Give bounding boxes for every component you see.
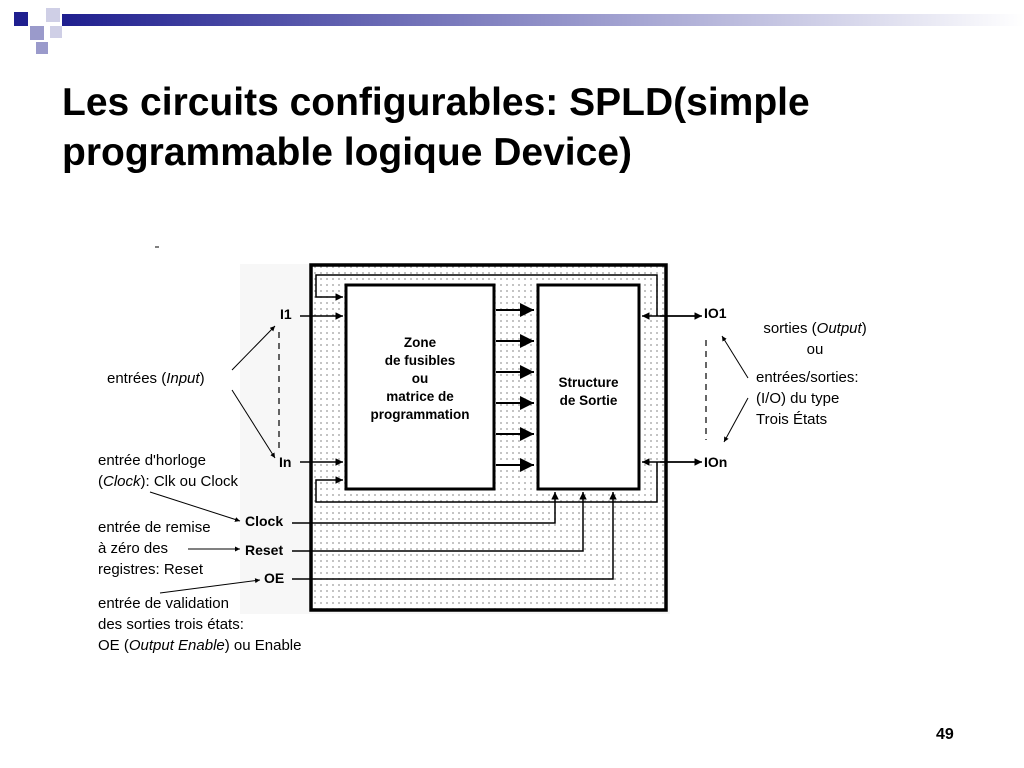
clock-italic: Clock xyxy=(103,473,141,490)
oe-line xyxy=(292,492,617,580)
feedback-top xyxy=(315,274,658,316)
pin-i1: I1 xyxy=(280,306,292,322)
reset-annotation-line-3: registres: Reset xyxy=(98,561,204,578)
clock-rest: ): Clk ou Clock xyxy=(140,473,239,490)
clock-line xyxy=(292,492,559,524)
header-square-mid-2 xyxy=(36,42,48,54)
inputs-annotation: entrées (Input) xyxy=(107,368,205,389)
feedback-bottom xyxy=(315,462,658,503)
fuse-matrix-line-4: matrice de xyxy=(386,389,454,404)
clock-annotation-line-2: (Clock): Clk ou Clock xyxy=(98,471,238,492)
inputs-prefix: entrées ( xyxy=(107,370,167,387)
oe-annotation-line-2: des sorties trois états: xyxy=(98,616,244,633)
header-square-light xyxy=(46,8,60,22)
outputs-annotation: sorties (Output) ou xyxy=(752,318,878,360)
pin-oe: OE xyxy=(264,570,285,586)
oe-suffix: ) ou Enable xyxy=(224,637,302,654)
header-decoration xyxy=(14,8,1024,54)
output-structure-line-1: Structure xyxy=(558,375,619,390)
reset-annotation-line-2: à zéro des xyxy=(98,540,169,557)
matrix-to-output-arrows xyxy=(496,303,534,472)
reset-line xyxy=(292,492,587,552)
slide-title-line-1: Les circuits configurables: SPLD(simple xyxy=(62,81,810,124)
annotation-arrows xyxy=(149,325,749,594)
oe-annotation-line-1: entrée de validation xyxy=(98,595,229,612)
fuse-matrix-line-3: ou xyxy=(411,371,429,386)
fuse-matrix-line-5: programmation xyxy=(370,407,470,422)
pin-clock: Clock xyxy=(245,513,284,529)
io-annotation-line-2: (I/O) du type xyxy=(756,390,840,407)
oe-prefix: OE ( xyxy=(98,637,129,654)
pin-reset: Reset xyxy=(245,542,284,558)
header-square-mid xyxy=(30,26,44,40)
io-annotation-line-3: Trois États xyxy=(756,411,828,428)
oe-annotation-line-3: OE (Output Enable) ou Enable xyxy=(98,635,301,656)
slide-title: Les circuits configurables: SPLD(simple … xyxy=(62,78,982,178)
clock-open: ( xyxy=(98,473,103,490)
output-structure-block xyxy=(536,283,641,491)
inputs-annotation-text: entrées (Input) xyxy=(107,370,205,387)
clock-annotation-line-1: entrée d'horloge xyxy=(98,452,206,469)
inputs-suffix: ) xyxy=(199,370,205,387)
reset-annotation: entrée de remise à zéro des registres: R… xyxy=(98,517,211,580)
outputs-annotation-line-1: sorties (Output) xyxy=(752,318,878,339)
header-square-dark xyxy=(14,12,28,26)
output-structure-line-2: de Sortie xyxy=(559,393,618,408)
reset-annotation-line-1: entrée de remise xyxy=(98,519,211,536)
page-number: 49 xyxy=(936,726,954,743)
oe-italic: Output Enable xyxy=(128,637,225,654)
header-square-light-2 xyxy=(50,26,62,38)
fuse-matrix-line-1: Zone xyxy=(403,335,437,350)
outputs-italic: Output xyxy=(816,320,862,337)
slide-title-line-2: programmable logique Device) xyxy=(62,131,632,174)
inputs-italic: Input xyxy=(166,370,200,387)
pin-in: In xyxy=(279,454,292,470)
outputs-annotation-ou: ou xyxy=(806,341,824,358)
fuse-matrix-block xyxy=(344,283,496,491)
oe-annotation: entrée de validation des sorties trois é… xyxy=(98,593,301,656)
pin-io1: IO1 xyxy=(704,305,727,321)
outputs-suffix: ) xyxy=(861,320,867,337)
io-annotation-line-1: entrées/sorties: xyxy=(756,369,859,386)
outputs-prefix: sorties ( xyxy=(763,320,817,337)
clock-annotation: entrée d'horloge (Clock): Clk ou Clock xyxy=(98,450,238,492)
fuse-matrix-line-2: de fusibles xyxy=(384,353,456,368)
fuse-matrix-label: Zone de fusibles ou matrice de programma… xyxy=(346,334,494,424)
pin-ion: IOn xyxy=(704,454,728,470)
output-structure-label: Structure de Sortie xyxy=(538,374,639,410)
io-annotation: entrées/sorties: (I/O) du type Trois Éta… xyxy=(756,367,859,430)
header-gradient-bar xyxy=(62,14,1024,26)
